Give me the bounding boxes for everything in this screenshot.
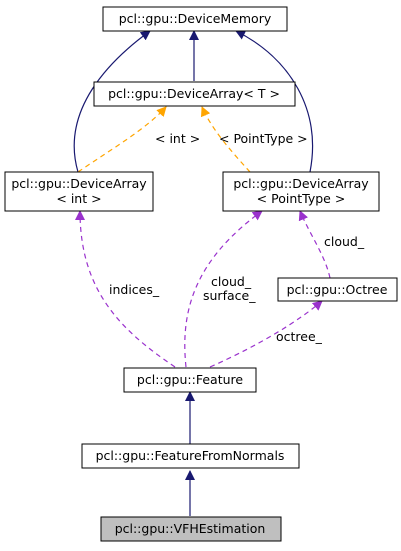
node-device-memory[interactable]: pcl::gpu::DeviceMemory <box>102 6 288 32</box>
node-device-memory-label: pcl::gpu::DeviceMemory <box>119 11 272 26</box>
node-device-array-pointtype-line-1: pcl::gpu::DeviceArray <box>233 176 369 191</box>
edge-labels: < int > < PointType > cloud_ indices_ cl… <box>109 131 365 344</box>
node-device-array-int-line-1: pcl::gpu::DeviceArray <box>11 176 147 191</box>
edge-member-indices <box>75 210 176 368</box>
edge-label-pointtype: < PointType > <box>219 131 308 146</box>
node-device-array-t[interactable]: pcl::gpu::DeviceArray< T > <box>93 81 296 107</box>
edge-member-cloud-octree <box>298 210 331 279</box>
node-feature-from-normals[interactable]: pcl::gpu::FeatureFromNormals <box>81 443 300 469</box>
edge-label-cloud: cloud_ <box>324 234 365 249</box>
edge-label-cloud-surface-1: cloud_ <box>211 274 252 289</box>
edge-template-int <box>77 106 167 173</box>
node-feature-from-normals-label: pcl::gpu::FeatureFromNormals <box>96 448 285 463</box>
edge-member-octree <box>209 300 323 368</box>
node-device-array-t-label: pcl::gpu::DeviceArray< T > <box>108 86 280 101</box>
edges <box>73 30 331 516</box>
node-vfh-estimation-label: pcl::gpu::VFHEstimation <box>115 521 266 536</box>
node-feature-label: pcl::gpu::Feature <box>137 372 243 387</box>
edge-devicearray-pointtype-to-devicememory <box>235 30 314 173</box>
edge-template-pointtype <box>201 106 251 173</box>
node-device-array-int-line-2: < int > <box>56 191 101 206</box>
edge-label-indices: indices_ <box>109 282 160 297</box>
node-octree[interactable]: pcl::gpu::Octree <box>277 277 398 302</box>
edge-label-int: < int > <box>155 131 200 146</box>
node-device-array-pointtype[interactable]: pcl::gpu::DeviceArray < PointType > <box>222 171 380 212</box>
node-device-array-pointtype-line-2: < PointType > <box>257 191 346 206</box>
edge-devicearray-int-to-devicememory <box>73 30 151 173</box>
node-vfh-estimation[interactable]: pcl::gpu::VFHEstimation <box>100 516 282 542</box>
edge-label-octree: octree_ <box>276 329 323 344</box>
node-device-array-int[interactable]: pcl::gpu::DeviceArray < int > <box>4 171 154 212</box>
node-feature[interactable]: pcl::gpu::Feature <box>123 367 257 393</box>
node-octree-label: pcl::gpu::Octree <box>287 282 388 297</box>
edge-member-cloud-surface <box>184 210 263 368</box>
edge-label-cloud-surface-2: surface_ <box>203 288 256 303</box>
